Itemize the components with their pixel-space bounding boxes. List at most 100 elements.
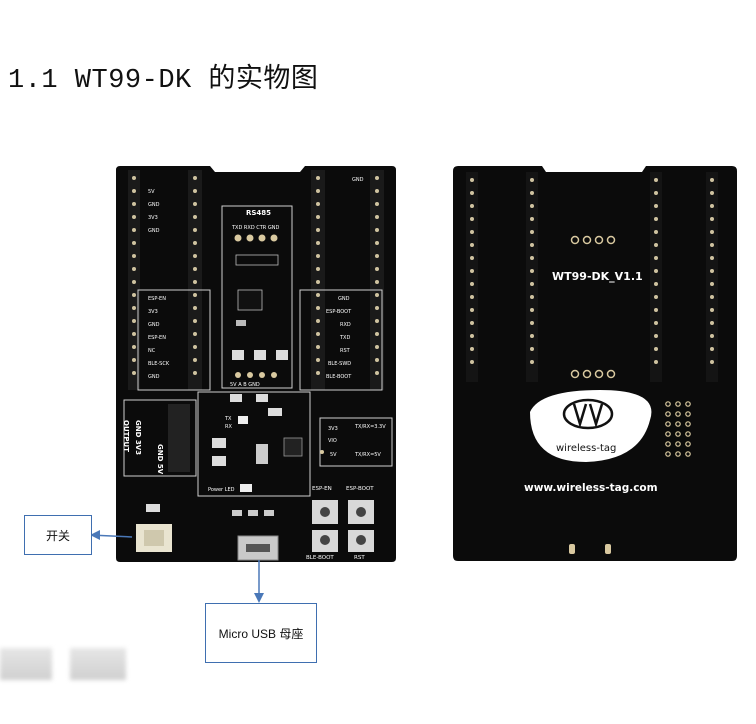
- header-pin: [375, 332, 379, 336]
- pin-label-txd: TXD: [339, 335, 350, 341]
- header-pin: [316, 332, 320, 336]
- header-pin: [375, 241, 379, 245]
- header-pin: [193, 332, 197, 336]
- header-pin: [132, 319, 136, 323]
- header-pin: [654, 308, 658, 312]
- pin-label-gnd: GND: [148, 322, 160, 328]
- header-pin: [375, 189, 379, 193]
- header-pin: [375, 371, 379, 375]
- header-pin: [193, 345, 197, 349]
- header-pin: [316, 306, 320, 310]
- header-pin: [132, 241, 136, 245]
- power-led-label: Power LED: [208, 487, 235, 493]
- back-pin: [665, 441, 671, 447]
- voltage-3v3-label: 3V3: [328, 426, 338, 432]
- header-pin: [530, 360, 534, 364]
- header-pin: [530, 243, 534, 247]
- pin-label-3v3: 3V3: [148, 215, 158, 221]
- header-pin: [654, 243, 658, 247]
- header-pin: [470, 269, 474, 273]
- header-pin: [132, 254, 136, 258]
- pin-label-gnd: GND: [352, 177, 364, 183]
- header-pin: [710, 178, 714, 182]
- blurred-region: [70, 648, 126, 680]
- pin-label-esp-en: ESP-EN: [148, 335, 166, 341]
- pin-label-5v: 5V: [148, 189, 155, 195]
- header-pin: [470, 347, 474, 351]
- header-pin: [132, 202, 136, 206]
- header-pin: [654, 256, 658, 260]
- back-pin: [675, 411, 681, 417]
- header-pin: [375, 280, 379, 284]
- page-title: 1.1 WT99-DK 的实物图: [8, 66, 319, 96]
- txrx-5-label: TX/RX=5V: [354, 452, 381, 458]
- front-board: 5V GND 3V3 GND ESP-EN 3V3 GND ESP-EN NC …: [116, 166, 396, 562]
- header-pin: [193, 189, 197, 193]
- header-pin: [710, 347, 714, 351]
- wireless-tag-logo: [530, 390, 652, 462]
- pin-label-rst: RST: [340, 348, 351, 354]
- header-pin: [710, 204, 714, 208]
- rx-label: RX: [225, 424, 232, 430]
- header-pin: [470, 178, 474, 182]
- header-pin: [375, 306, 379, 310]
- header-pin: [710, 230, 714, 234]
- pin-label-esp-en: ESP-EN: [148, 296, 166, 302]
- header-pin: [470, 191, 474, 195]
- back-pin: [675, 421, 681, 427]
- header-pin: [193, 319, 197, 323]
- header-pin: [654, 191, 658, 195]
- header-pin: [193, 215, 197, 219]
- header-pin: [193, 358, 197, 362]
- back-pin: [675, 431, 681, 437]
- pin-label-nc: NC: [148, 348, 156, 354]
- header-pin: [193, 254, 197, 258]
- header-pin: [470, 243, 474, 247]
- blurred-region: [0, 648, 52, 680]
- pin-label-ble-sck: BLE-SCK: [148, 361, 170, 367]
- output-label: OUTPUT: [122, 420, 130, 452]
- header-pin: [132, 176, 136, 180]
- header-pin: [470, 334, 474, 338]
- header-pin: [470, 360, 474, 364]
- header-pin: [654, 230, 658, 234]
- esp-boot-button-label: ESP-BOOT: [346, 486, 374, 492]
- back-pin: [685, 411, 691, 417]
- header-pin: [132, 228, 136, 232]
- tx-label: TX: [224, 416, 232, 422]
- back-pin: [675, 441, 681, 447]
- header-pin: [530, 347, 534, 351]
- header-pin: [470, 204, 474, 208]
- rs485-pin-labels: TXD RXD CTR GND: [231, 225, 279, 231]
- header-pin: [132, 332, 136, 336]
- header-pin: [193, 280, 197, 284]
- header-pin: [654, 282, 658, 286]
- rs485-bottom-labels: 5V A B GND: [230, 382, 260, 388]
- header-pin: [530, 321, 534, 325]
- header-pin: [193, 228, 197, 232]
- header-pin: [375, 254, 379, 258]
- pin-label-gnd: GND: [148, 228, 160, 234]
- back-board: WT99-DK_V1.1 wireless-tag www.wireless-t…: [453, 166, 737, 561]
- back-pin: [675, 451, 681, 457]
- header-pin: [530, 217, 534, 221]
- header-pin: [375, 202, 379, 206]
- txrx-33-label: TX/RX=3.3V: [354, 424, 386, 430]
- header-pin: [710, 243, 714, 247]
- header-pin: [316, 189, 320, 193]
- header-pin: [132, 371, 136, 375]
- header-pin: [375, 228, 379, 232]
- header-pin: [654, 295, 658, 299]
- header-pin: [316, 358, 320, 362]
- header-pin: [375, 176, 379, 180]
- pin-label-gnd: GND: [148, 202, 160, 208]
- header-pin: [710, 360, 714, 364]
- header-pin: [470, 295, 474, 299]
- header-pin: [316, 202, 320, 206]
- header-pin: [710, 269, 714, 273]
- header-pin: [710, 308, 714, 312]
- header-pin: [530, 282, 534, 286]
- header-pin: [316, 215, 320, 219]
- header-pin: [132, 345, 136, 349]
- header-pin: [530, 256, 534, 260]
